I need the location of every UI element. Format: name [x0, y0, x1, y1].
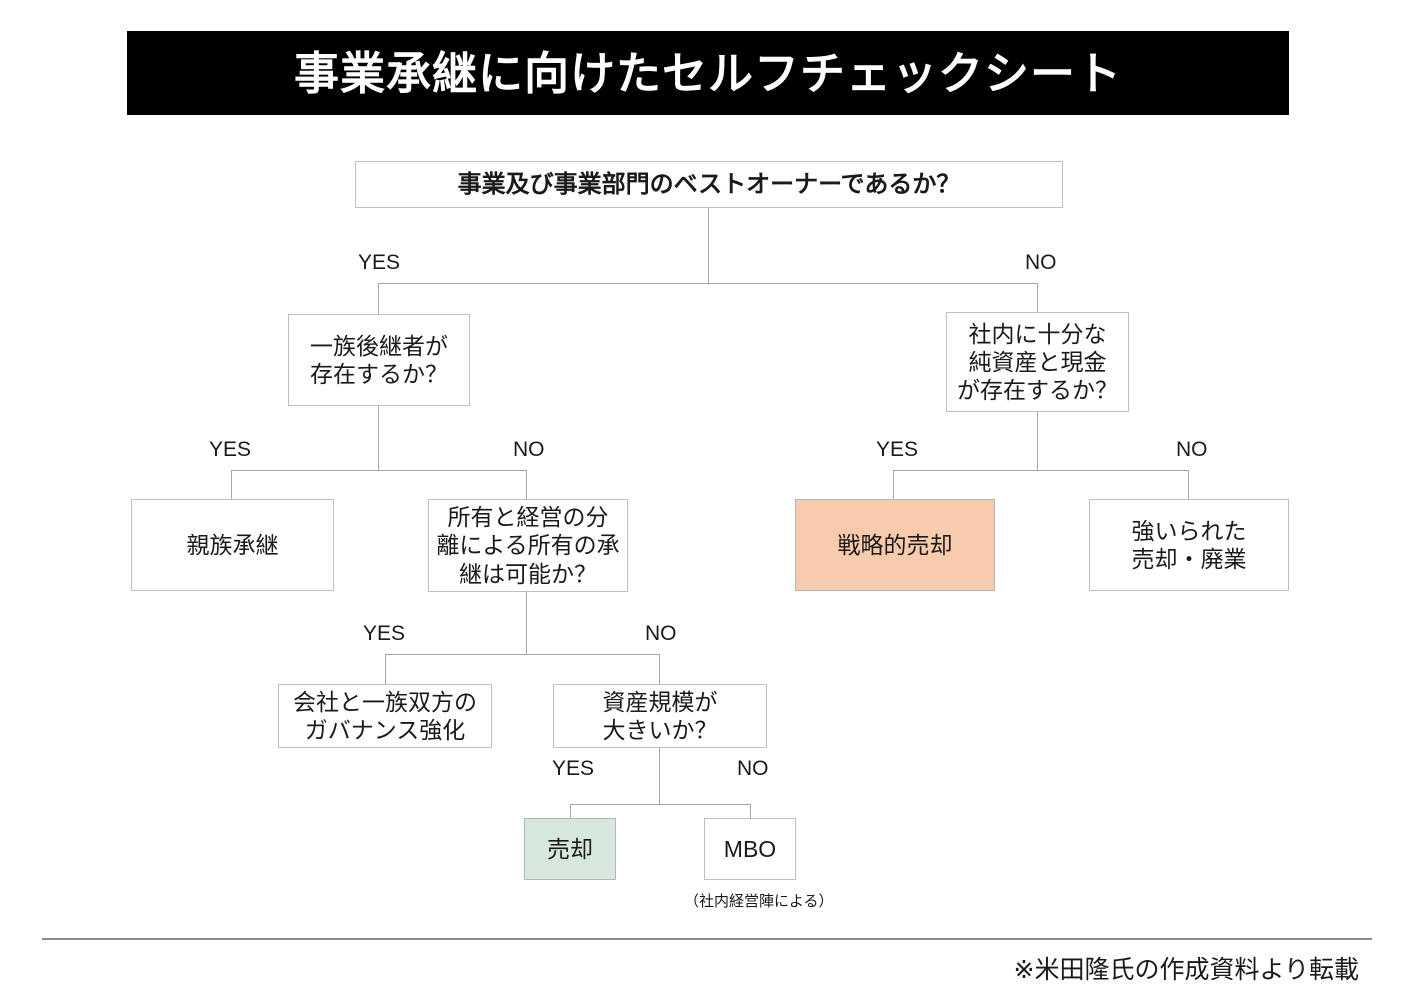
edge-label-asset-no: NO	[737, 757, 769, 780]
page-title: 事業承継に向けたセルフチェックシート	[293, 47, 1122, 99]
connector-family-stem	[378, 405, 380, 471]
node-forced-sale-label: 強いられた 売却・廃業	[1131, 517, 1247, 572]
node-ownership-split[interactable]: 所有と経営の分 離による所有の承 継は可能か？	[428, 499, 628, 592]
connector-capital-bar	[893, 470, 1188, 472]
connector-ownership-bar	[385, 654, 660, 656]
connector-root-yes-drop	[378, 283, 380, 314]
node-asset-scale[interactable]: 資産規模が 大きいか？	[553, 684, 767, 748]
connector-family-bar	[231, 470, 526, 472]
connector-root-bar	[378, 283, 1038, 285]
footer-note: ※米田隆氏の作成資料より転載	[1013, 956, 1359, 984]
connector-root-no-drop	[1037, 283, 1039, 314]
connector-ownership-stem	[526, 591, 528, 655]
node-family-successor-label: 一族後継者が 存在するか？	[310, 332, 448, 387]
node-forced-sale[interactable]: 強いられた 売却・廃業	[1089, 499, 1289, 591]
node-governance-label: 会社と一族双方の ガバナンス強化	[293, 688, 477, 743]
edge-label-ownership-no: NO	[645, 622, 677, 645]
node-internal-capital-label: 社内に十分な 純資産と現金 が存在するか？	[957, 320, 1118, 404]
node-strategic-sale-label: 戦略的売却	[837, 531, 953, 558]
edge-label-family-no: NO	[513, 438, 545, 461]
footer-divider	[42, 938, 1372, 940]
connector-capital-yes-drop	[893, 470, 895, 499]
edge-label-root-yes: YES	[358, 251, 401, 274]
node-ownership-split-label: 所有と経営の分 離による所有の承 継は可能か？	[436, 504, 620, 587]
mbo-caption: （社内経営陣による）	[684, 893, 834, 910]
connector-capital-stem	[1037, 411, 1039, 471]
connector-family-yes-drop	[231, 470, 233, 499]
node-asset-scale-label: 資産規模が 大きいか？	[602, 688, 718, 743]
node-governance[interactable]: 会社と一族双方の ガバナンス強化	[278, 684, 492, 748]
connector-capital-no-drop	[1188, 470, 1190, 499]
edge-label-asset-yes: YES	[552, 757, 595, 780]
edge-label-capital-no: NO	[1176, 438, 1208, 461]
node-family-succession[interactable]: 親族承継	[131, 499, 334, 591]
connector-ownership-no-drop	[659, 654, 661, 684]
node-best-owner-label: 事業及び事業部門のベストオーナーであるか？	[457, 170, 961, 198]
node-mbo[interactable]: MBO	[704, 818, 796, 880]
node-best-owner[interactable]: 事業及び事業部門のベストオーナーであるか？	[355, 161, 1063, 208]
node-sale[interactable]: 売却	[524, 818, 616, 880]
title-banner: 事業承継に向けたセルフチェックシート	[127, 31, 1289, 115]
node-family-successor[interactable]: 一族後継者が 存在するか？	[288, 314, 470, 406]
connector-root-stem	[708, 207, 710, 284]
connector-asset-bar	[570, 804, 750, 806]
connector-family-no-drop	[526, 470, 528, 499]
edge-label-family-yes: YES	[209, 438, 252, 461]
edge-label-capital-yes: YES	[876, 438, 919, 461]
node-mbo-label: MBO	[723, 835, 777, 862]
connector-ownership-yes-drop	[385, 654, 387, 684]
node-family-succession-label: 親族承継	[186, 531, 279, 558]
edge-label-ownership-yes: YES	[363, 622, 406, 645]
node-sale-label: 売却	[547, 835, 593, 862]
node-internal-capital[interactable]: 社内に十分な 純資産と現金 が存在するか？	[946, 312, 1129, 412]
edge-label-root-no: NO	[1025, 251, 1057, 274]
node-strategic-sale[interactable]: 戦略的売却	[795, 499, 995, 591]
connector-asset-stem	[659, 748, 661, 805]
